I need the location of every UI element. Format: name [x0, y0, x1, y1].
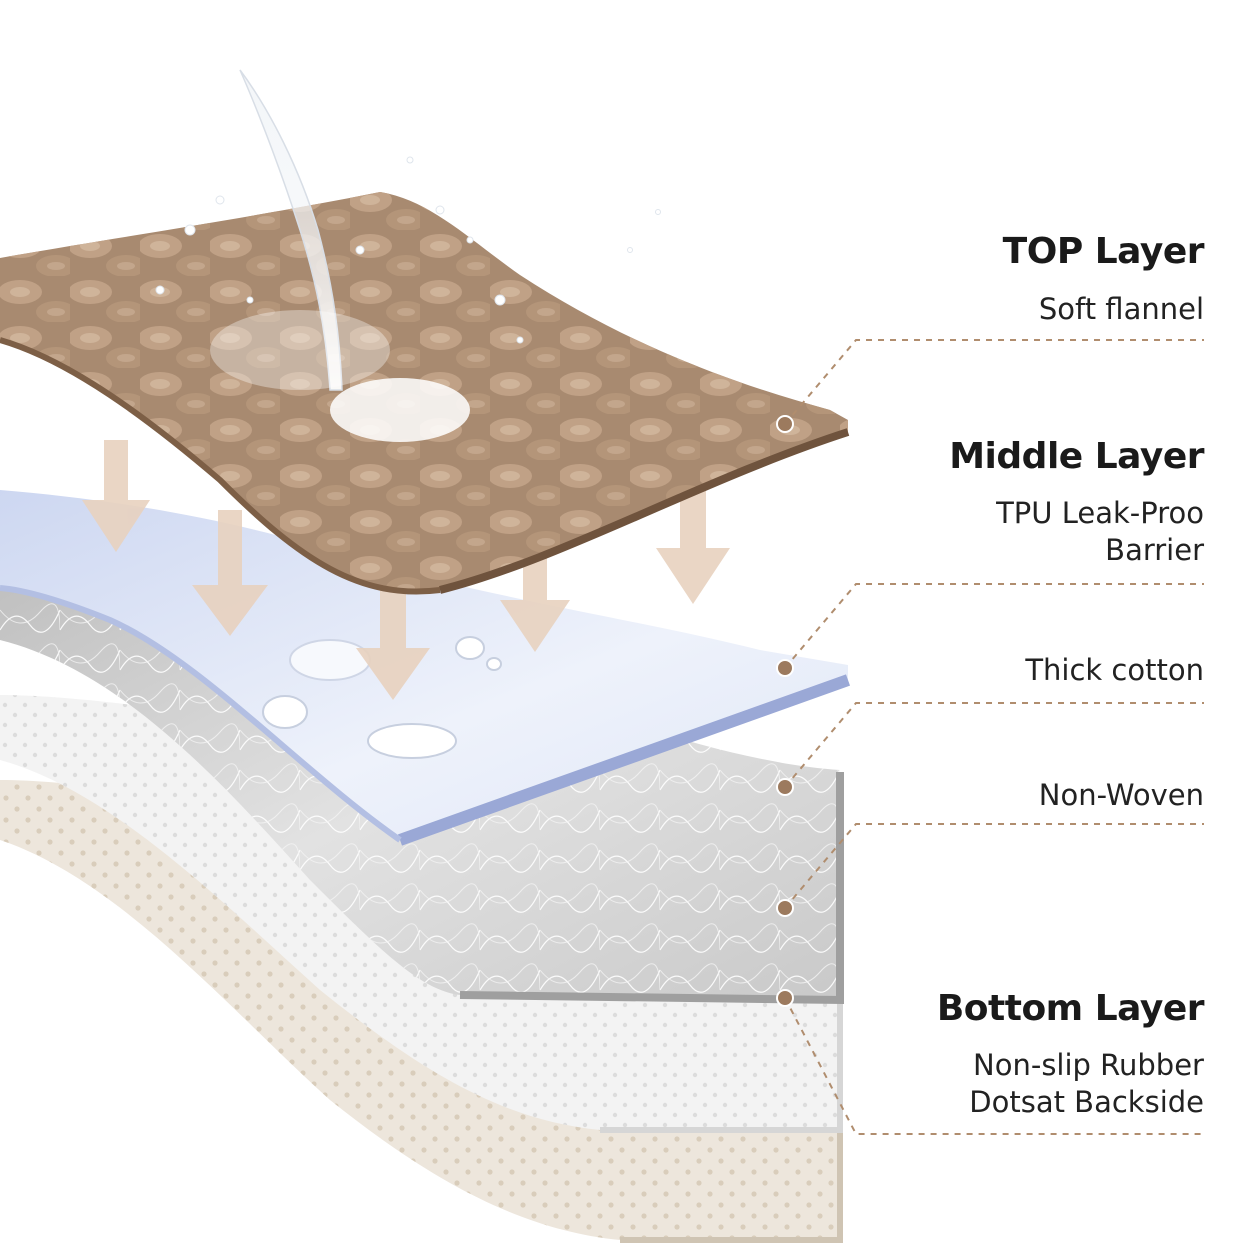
arrow-down-icon — [192, 510, 268, 636]
arrow-down-icon — [82, 440, 150, 552]
water-droplet — [486, 657, 502, 671]
cotton-layer-description: Thick cotton — [1025, 653, 1204, 687]
middle-layer-title: Middle Layer — [949, 436, 1204, 477]
arrow-down-icon — [356, 570, 430, 700]
middle-layer-description-line2: Barrier — [1105, 533, 1204, 567]
leader-dot — [776, 659, 794, 677]
middle-layer-description-line1: TPU Leak-Proo — [996, 496, 1204, 530]
water-droplet — [367, 723, 457, 759]
leader-lines — [784, 339, 1204, 1135]
leader-dot — [776, 899, 794, 917]
water-droplet — [455, 636, 485, 660]
arrows — [82, 440, 730, 700]
leader-dot — [776, 415, 794, 433]
top-layer-title: TOP Layer — [1002, 231, 1205, 272]
water-puddle — [289, 639, 371, 681]
bottom-layer-description-line2: Dotsat Backside — [969, 1085, 1204, 1119]
arrow-down-icon — [500, 530, 570, 652]
leader-dots — [776, 415, 794, 1007]
nonwoven-layer-description: Non-Woven — [1038, 778, 1204, 812]
water-droplet — [262, 695, 308, 729]
leader-dot — [776, 989, 794, 1007]
leader-dot — [776, 778, 794, 796]
water-splash — [155, 69, 661, 442]
arrow-down-icon — [656, 480, 730, 604]
bottom-layer-title: Bottom Layer — [936, 988, 1205, 1029]
tpu-layer — [0, 490, 851, 846]
bottom-layer-description-line1: Non-slip Rubber — [973, 1048, 1204, 1082]
top-layer-description: Soft flannel — [1038, 292, 1204, 326]
